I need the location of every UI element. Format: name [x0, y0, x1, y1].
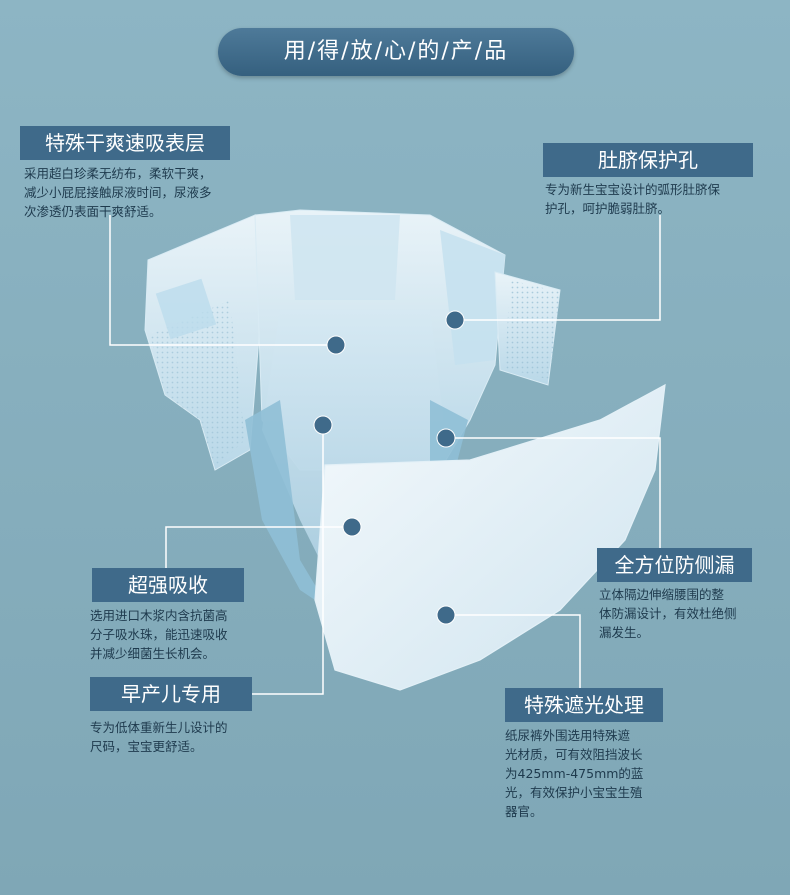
feature-desc-premature: 专为低体重新生儿设计的 尺码，宝宝更舒适。: [90, 720, 228, 754]
dot-dry-surface: [326, 335, 346, 355]
line-leak: [446, 437, 661, 548]
feature-title-navel: 肚脐保护孔: [543, 143, 753, 177]
feature-desc-light: 纸尿裤外围选用特殊遮 光材质，可有效阻挡波长 为425mm-475mm的蓝 光，…: [505, 728, 644, 819]
line-navel: [455, 215, 661, 321]
feature-title-absorb: 超强吸收: [92, 568, 244, 602]
feature-desc-leak: 立体隔边伸缩腰围的整 体防漏设计，有效杜绝侧 漏发生。: [599, 587, 737, 640]
dot-premature: [313, 415, 333, 435]
left-wing-texture: [150, 300, 245, 468]
left-leak-guard: [245, 400, 330, 610]
dot-light: [436, 605, 456, 625]
dot-leak: [436, 428, 456, 448]
line-light: [446, 614, 581, 692]
feature-desc-navel: 专为新生宝宝设计的弧形肚脐保 护孔，呵护脆弱肚脐。: [545, 182, 721, 216]
navel-zone: [440, 230, 505, 365]
feature-desc-absorb: 选用进口木浆内含抗菌高 分子吸水珠，能迅速吸收 并减少细菌生长机会。: [90, 608, 228, 661]
right-tape-texture: [505, 280, 560, 380]
page-title: 用/得/放/心/的/产/品: [218, 28, 574, 76]
front-panel: [314, 383, 666, 691]
dot-navel: [445, 310, 465, 330]
feature-title-premature: 早产儿专用: [90, 677, 252, 711]
line-dry-surface: [109, 215, 336, 346]
feature-title-dry-surface: 特殊干爽速吸表层: [20, 126, 230, 160]
line-absorb: [165, 526, 352, 568]
feature-desc-dry-surface: 采用超白珍柔无纺布，柔软干爽， 减少小屁屁接触尿液时间，尿液多 次渗透仍表面干爽…: [24, 166, 212, 219]
line-premature: [252, 425, 324, 695]
elastic-waist: [290, 215, 400, 300]
dot-absorb: [342, 517, 362, 537]
left-tab: [155, 278, 217, 340]
feature-title-light: 特殊遮光处理: [505, 688, 663, 722]
feature-title-leak: 全方位防侧漏: [597, 548, 752, 582]
